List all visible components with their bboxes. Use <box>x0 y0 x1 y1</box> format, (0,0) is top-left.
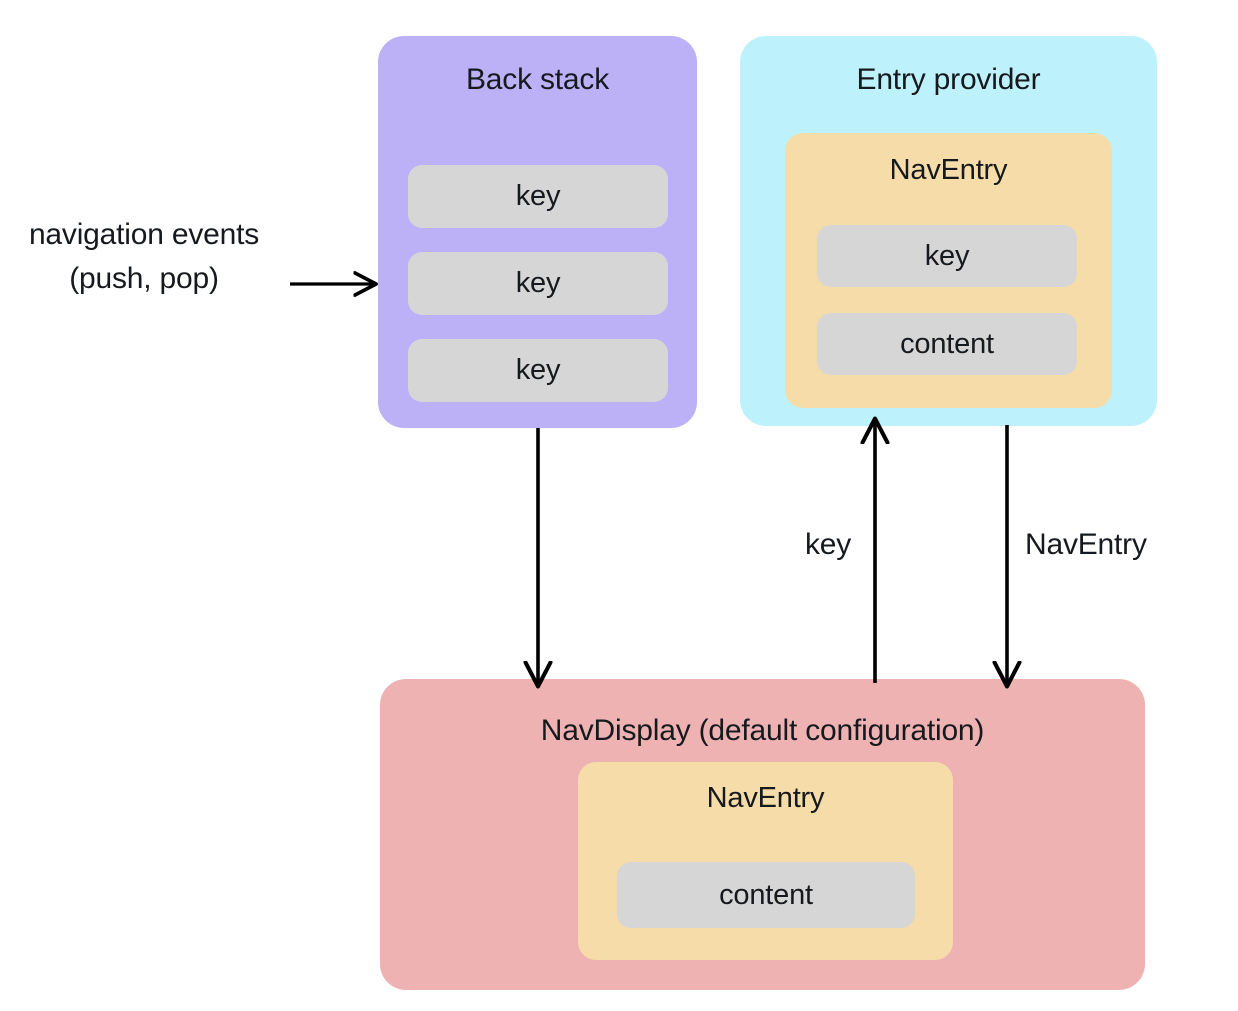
back-stack-key-slot: key <box>408 165 668 228</box>
back-stack-group: Back stack key key key <box>378 36 697 428</box>
edge-label-key: key <box>805 528 852 561</box>
back-stack-key-slot: key <box>408 252 668 315</box>
navigation-events-label: navigation events (push, pop) <box>28 218 260 295</box>
entry-provider-group: Entry provider NavEntry key content <box>740 36 1157 426</box>
entry-provider-key-slot: key <box>817 225 1077 287</box>
entry-provider-nav-entry-title: NavEntry <box>889 154 1008 186</box>
nav-display-title: NavDisplay (default configuration) <box>540 714 985 747</box>
nav-display-nav-entry-card: NavEntry content <box>578 762 953 960</box>
back-stack-key-slot: key <box>408 339 668 402</box>
edge-label-naventry: NavEntry <box>1025 528 1147 561</box>
entry-provider-title: Entry provider <box>856 63 1041 96</box>
back-stack-title: Back stack <box>465 63 610 96</box>
nav-display-group: NavDisplay (default configuration) NavEn… <box>380 679 1145 990</box>
entry-provider-content-slot: content <box>817 313 1077 375</box>
nav-display-nav-entry-title: NavEntry <box>706 782 825 814</box>
nav-display-content-slot: content <box>617 862 915 928</box>
entry-provider-nav-entry-card: NavEntry key content <box>785 133 1112 408</box>
